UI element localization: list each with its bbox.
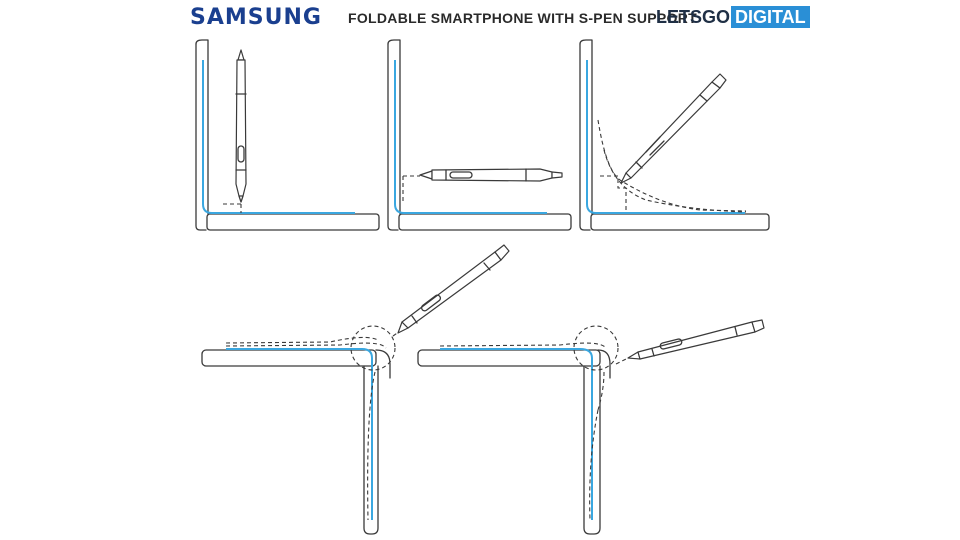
flexible-screen [586,60,745,214]
digital-text: DIGITAL [731,6,810,28]
phone-body [195,39,380,231]
page-title: FOLDABLE SMARTPHONE WITH S-PEN SUPPORT [348,10,697,26]
s-pen [419,168,563,182]
flexible-screen [202,60,355,214]
letsgo-text: LETSGO [656,7,731,27]
samsung-logo: SAMSUNG [190,5,322,30]
flexible-screen [226,348,373,520]
figure-4-flip-pen-upper-right [201,244,510,535]
figure-1-pen-vertical [195,39,380,231]
phone-body [387,39,572,231]
s-pen [235,49,247,203]
phone-body [579,39,770,231]
figure-2-pen-horizontal [387,39,572,231]
header: SAMSUNG FOLDABLE SMARTPHONE WITH S-PEN S… [0,0,960,36]
letsgodigital-logo: LETSGO DIGITAL [656,6,810,28]
s-pen [627,319,765,360]
flexible-screen [394,60,547,214]
phone-body [417,349,611,535]
figure-3-pen-diagonal [579,39,770,231]
phone-body [201,349,391,535]
s-pen [620,73,727,184]
flexible-screen [440,348,593,520]
figure-5-flip-pen-right [417,319,765,535]
s-pen [397,244,510,334]
